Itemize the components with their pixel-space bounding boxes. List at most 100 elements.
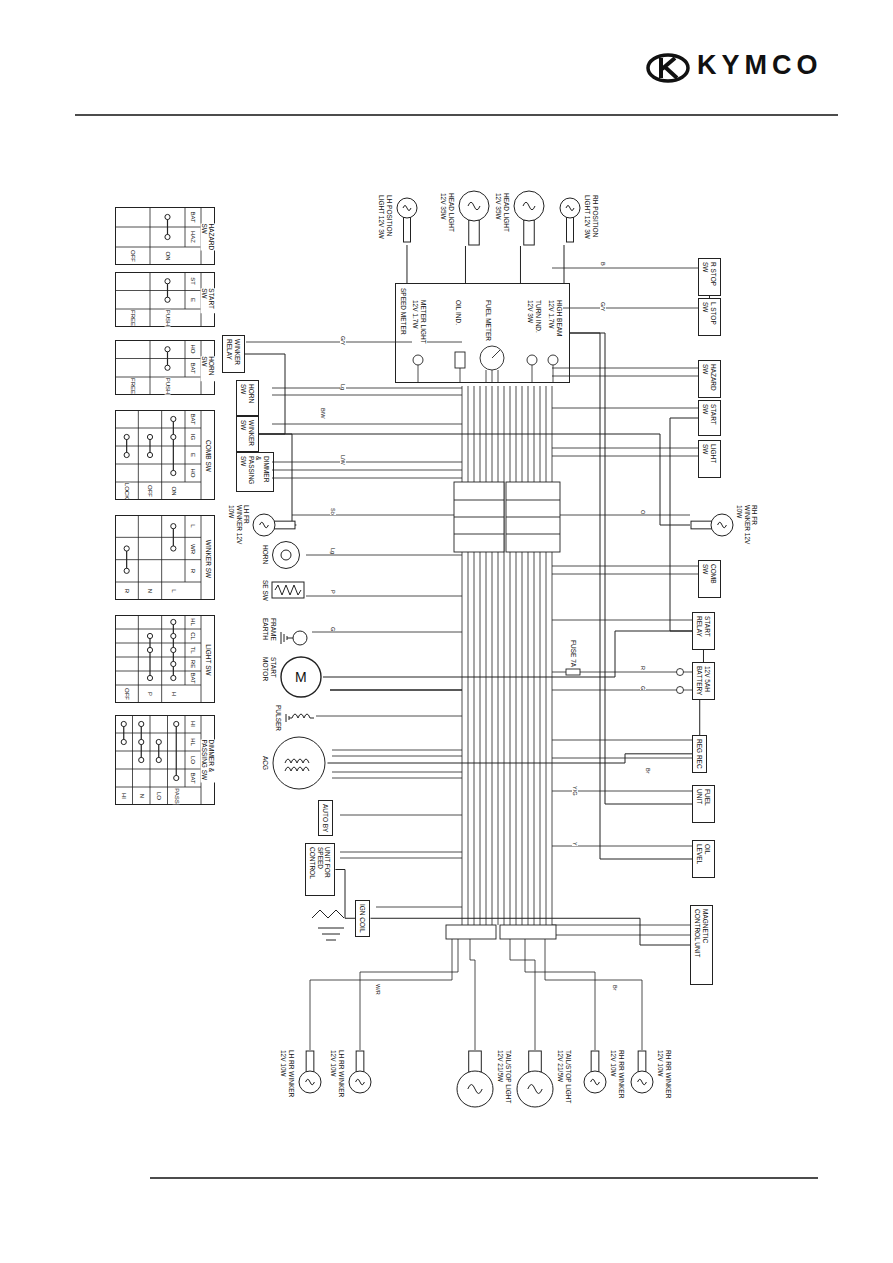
spark-plug [312,910,344,940]
table-cell: CL [190,632,197,640]
page-rule [75,115,838,1178]
wire-connector [323,631,692,677]
part-name: START MOTOR [262,657,277,697]
frame-earth: FRAME EARTH [262,618,309,658]
battery: 12V 5AH BATTERY [692,662,715,700]
bulb-symbol [347,1050,373,1094]
part-name: DIMMER & PASSING SW [240,456,270,488]
table-cell: E [190,453,197,457]
switch-connector: HORN SW [236,380,259,416]
part-name: HEAD LIGHT 12V 35W [495,193,510,243]
part-name: MAGNETIC CONTROL UNIT [694,909,709,959]
table-cell: IG [190,434,197,440]
bulb-symbol [512,190,546,246]
wire-code: G [640,686,646,690]
wire-connector [703,650,704,662]
wire-code: Br [645,768,651,774]
table-cell: HL [190,738,197,746]
switch-connector: START SW [698,400,721,436]
wire-code: Br [612,985,618,991]
meter-label: METER LIGHT 12V 1.7W [412,300,427,345]
winker-light: RH FR WINKER 12V 10W [690,505,758,545]
sensor-box: OIL LEVEL [692,840,715,878]
part-name: WINKER RELAY [226,339,241,369]
part-name: 12V 5AH BATTERY [696,666,711,696]
table-cell: L [190,524,197,527]
wire-code: Y [572,842,578,846]
switch-connector: WINKER SW [236,416,259,452]
bulb-symbol [582,1050,608,1094]
part-name: ACG [262,756,269,770]
wire-connector [699,700,700,735]
wire-connector [259,434,690,525]
part-name: HORN [262,545,269,564]
table-cell: LOCK [123,483,130,499]
table-title: LIGHT SW [204,644,211,675]
table-cell: R [123,589,130,593]
part-name: RH FR WINKER 12V 10W [736,505,758,545]
bulb-symbol [457,190,491,246]
control-unit: MAGNETIC CONTROL UNIT [690,905,713,985]
table-title: DIMMER & PASSING SW [201,740,216,783]
pulser-coil: PULSER [275,705,314,731]
bulb-symbol [515,1050,555,1108]
bulb-symbol [558,197,582,243]
switch-symbol: SE SW [262,580,305,601]
bulb-symbol [252,512,296,538]
harness-connector [446,482,684,939]
part-name: FRAME EARTH [262,618,277,658]
wire-code: B [600,262,606,266]
wire-code: G/Y [340,336,346,345]
meter-label: TURN IND. 12V 3W [527,300,542,345]
logo-text: KYMCO [697,52,823,79]
wire-code: Sb [330,508,336,515]
symbol-letter: M [295,669,307,685]
meter-label: HIGH BEAM 12V 1.7W [548,300,563,345]
wire-code: Lg [330,548,336,554]
switch-table: DIMMER & PASSING SW [115,715,215,805]
wire-code: O [640,510,646,514]
part-name: HEAD LIGHT 12V 35W [440,193,455,243]
part-name: COMB SW [702,564,717,594]
meter-title: SPEED METER [400,288,407,335]
table-cell: BAT [190,413,197,424]
table-title: HAZARD SW [201,224,216,251]
tail-light: TAIL/STOP LIGHT 12V 21/5W [455,1050,512,1110]
table-title: WINKER SW [204,539,211,577]
wire-connector [564,245,565,283]
unit-box: UNIT FOR SPEED CONTROL [305,843,335,896]
table-cell: L [170,589,177,592]
relay-box: WINKER RELAY [222,335,245,373]
wire-connector [570,333,692,859]
table-cell: HAZ [190,231,197,243]
switch-connector: HAZARD SW [698,360,721,398]
table-cell: E [190,298,197,302]
switch-connector: DIMMER & PASSING SW [236,452,274,492]
table-cell: PUSH [164,378,171,395]
table-title: START SW [201,288,216,314]
winker-light: LH FR WINKER 12V 10W [228,505,296,545]
ignition-coil: IGN COIL [355,900,370,937]
table-cell: BAT [190,362,197,373]
table-cell: FREE [129,310,136,326]
part-name: HAZARD SW [702,364,717,394]
wire-code: G [330,627,336,631]
part-name: LH POSITION LIGHT 12V 3W [378,195,393,245]
wire-connector [335,870,355,919]
part-name: IGN COIL [359,904,366,933]
table-title: COMB SW [204,440,211,472]
table-cell: ON [164,252,171,261]
position-light: LH POSITION LIGHT 12V 3W [378,195,419,245]
wire-code: B/W [320,408,326,418]
switch-connector: L STOP SW [698,298,721,336]
table-cell: BAT [190,672,197,683]
part-name: START SW [702,404,717,432]
resistor-symbol [271,581,305,599]
head-light: HEAD LIGHT 12V 35W [440,190,491,246]
part-name: PULSER [275,705,282,731]
part-name: FUEL UNIT [696,789,711,819]
part-name: RH POSITION LIGHT 12V 3W [584,195,599,245]
part-name: HORN SW [240,384,255,412]
table-cell: HI [190,721,197,727]
table-cell: LO [190,756,197,764]
